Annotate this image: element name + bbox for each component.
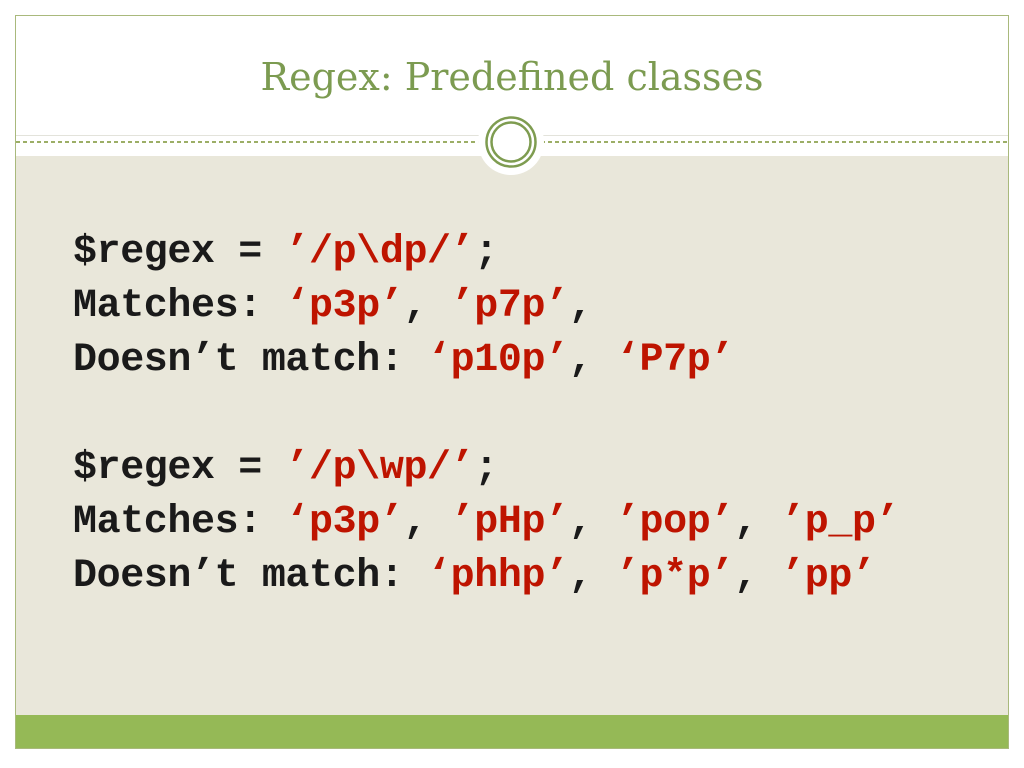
code-segment: ; (474, 446, 498, 491)
code-segment: , (568, 554, 616, 599)
code-segment-highlight: ’/p\dp/’ (285, 230, 475, 275)
code-segment-highlight: ’p7p’ (450, 284, 569, 329)
code-segment: ; (474, 230, 498, 275)
code-segment: Doesn’t match: (73, 338, 428, 383)
code-segment-highlight: ’pHp’ (450, 500, 569, 545)
code-segment-highlight: ‘p3p’ (285, 500, 404, 545)
code-line: Matches: ‘p3p’, ’p7p’, (73, 280, 988, 334)
code-segment-highlight: ‘p3p’ (285, 284, 404, 329)
code-segment-highlight: ‘p10p’ (427, 338, 569, 383)
code-segment-highlight: ’p_p’ (781, 500, 900, 545)
double-ring-circle-icon (478, 109, 544, 175)
code-segment: $regex = (73, 230, 286, 275)
code-segment: Doesn’t match: (73, 554, 428, 599)
code-segment-highlight: ’p*p’ (615, 554, 734, 599)
code-segment: $regex = (73, 446, 286, 491)
divider-circle-ornament-icon (476, 107, 546, 177)
code-segment-highlight: ‘phhp’ (427, 554, 569, 599)
code-line: Doesn’t match: ‘p10p’, ‘P7p’ (73, 334, 988, 388)
code-block-1: $regex = ’/p\dp/’;Matches: ‘p3p’, ’p7p’,… (73, 226, 988, 388)
code-segment: , (568, 338, 616, 383)
code-segment: , (403, 500, 451, 545)
code-segment-highlight: ’pop’ (615, 500, 734, 545)
slide: Regex: Predefined classes $regex = ’/p\d… (15, 15, 1009, 749)
code-segment-highlight: ‘P7p’ (615, 338, 734, 383)
code-line: Doesn’t match: ‘phhp’, ’p*p’, ’pp’ (73, 550, 988, 604)
code-line: $regex = ’/p\wp/’; (73, 442, 988, 496)
code-segment: , (733, 554, 782, 599)
code-segment: , (568, 500, 616, 545)
code-segment: Matches: (73, 500, 286, 545)
code-segment: Matches: (73, 284, 286, 329)
code-block-2: $regex = ’/p\wp/’;Matches: ‘p3p’, ’pHp’,… (73, 442, 988, 604)
code-line: $regex = ’/p\dp/’; (73, 226, 988, 280)
footer-accent-bar (16, 715, 1008, 748)
code-segment-highlight: ’/p\wp/’ (285, 446, 475, 491)
slide-title: Regex: Predefined classes (260, 55, 764, 99)
code-area: $regex = ’/p\dp/’;Matches: ‘p3p’, ’p7p’,… (73, 226, 988, 604)
code-segment: , (568, 284, 593, 329)
code-segment: , (733, 500, 782, 545)
code-segment: , (403, 284, 451, 329)
slide-body-background (16, 156, 1008, 715)
code-segment-highlight: ’pp’ (781, 554, 876, 599)
code-line: Matches: ‘p3p’, ’pHp’, ’pop’, ’p_p’ (73, 496, 988, 550)
